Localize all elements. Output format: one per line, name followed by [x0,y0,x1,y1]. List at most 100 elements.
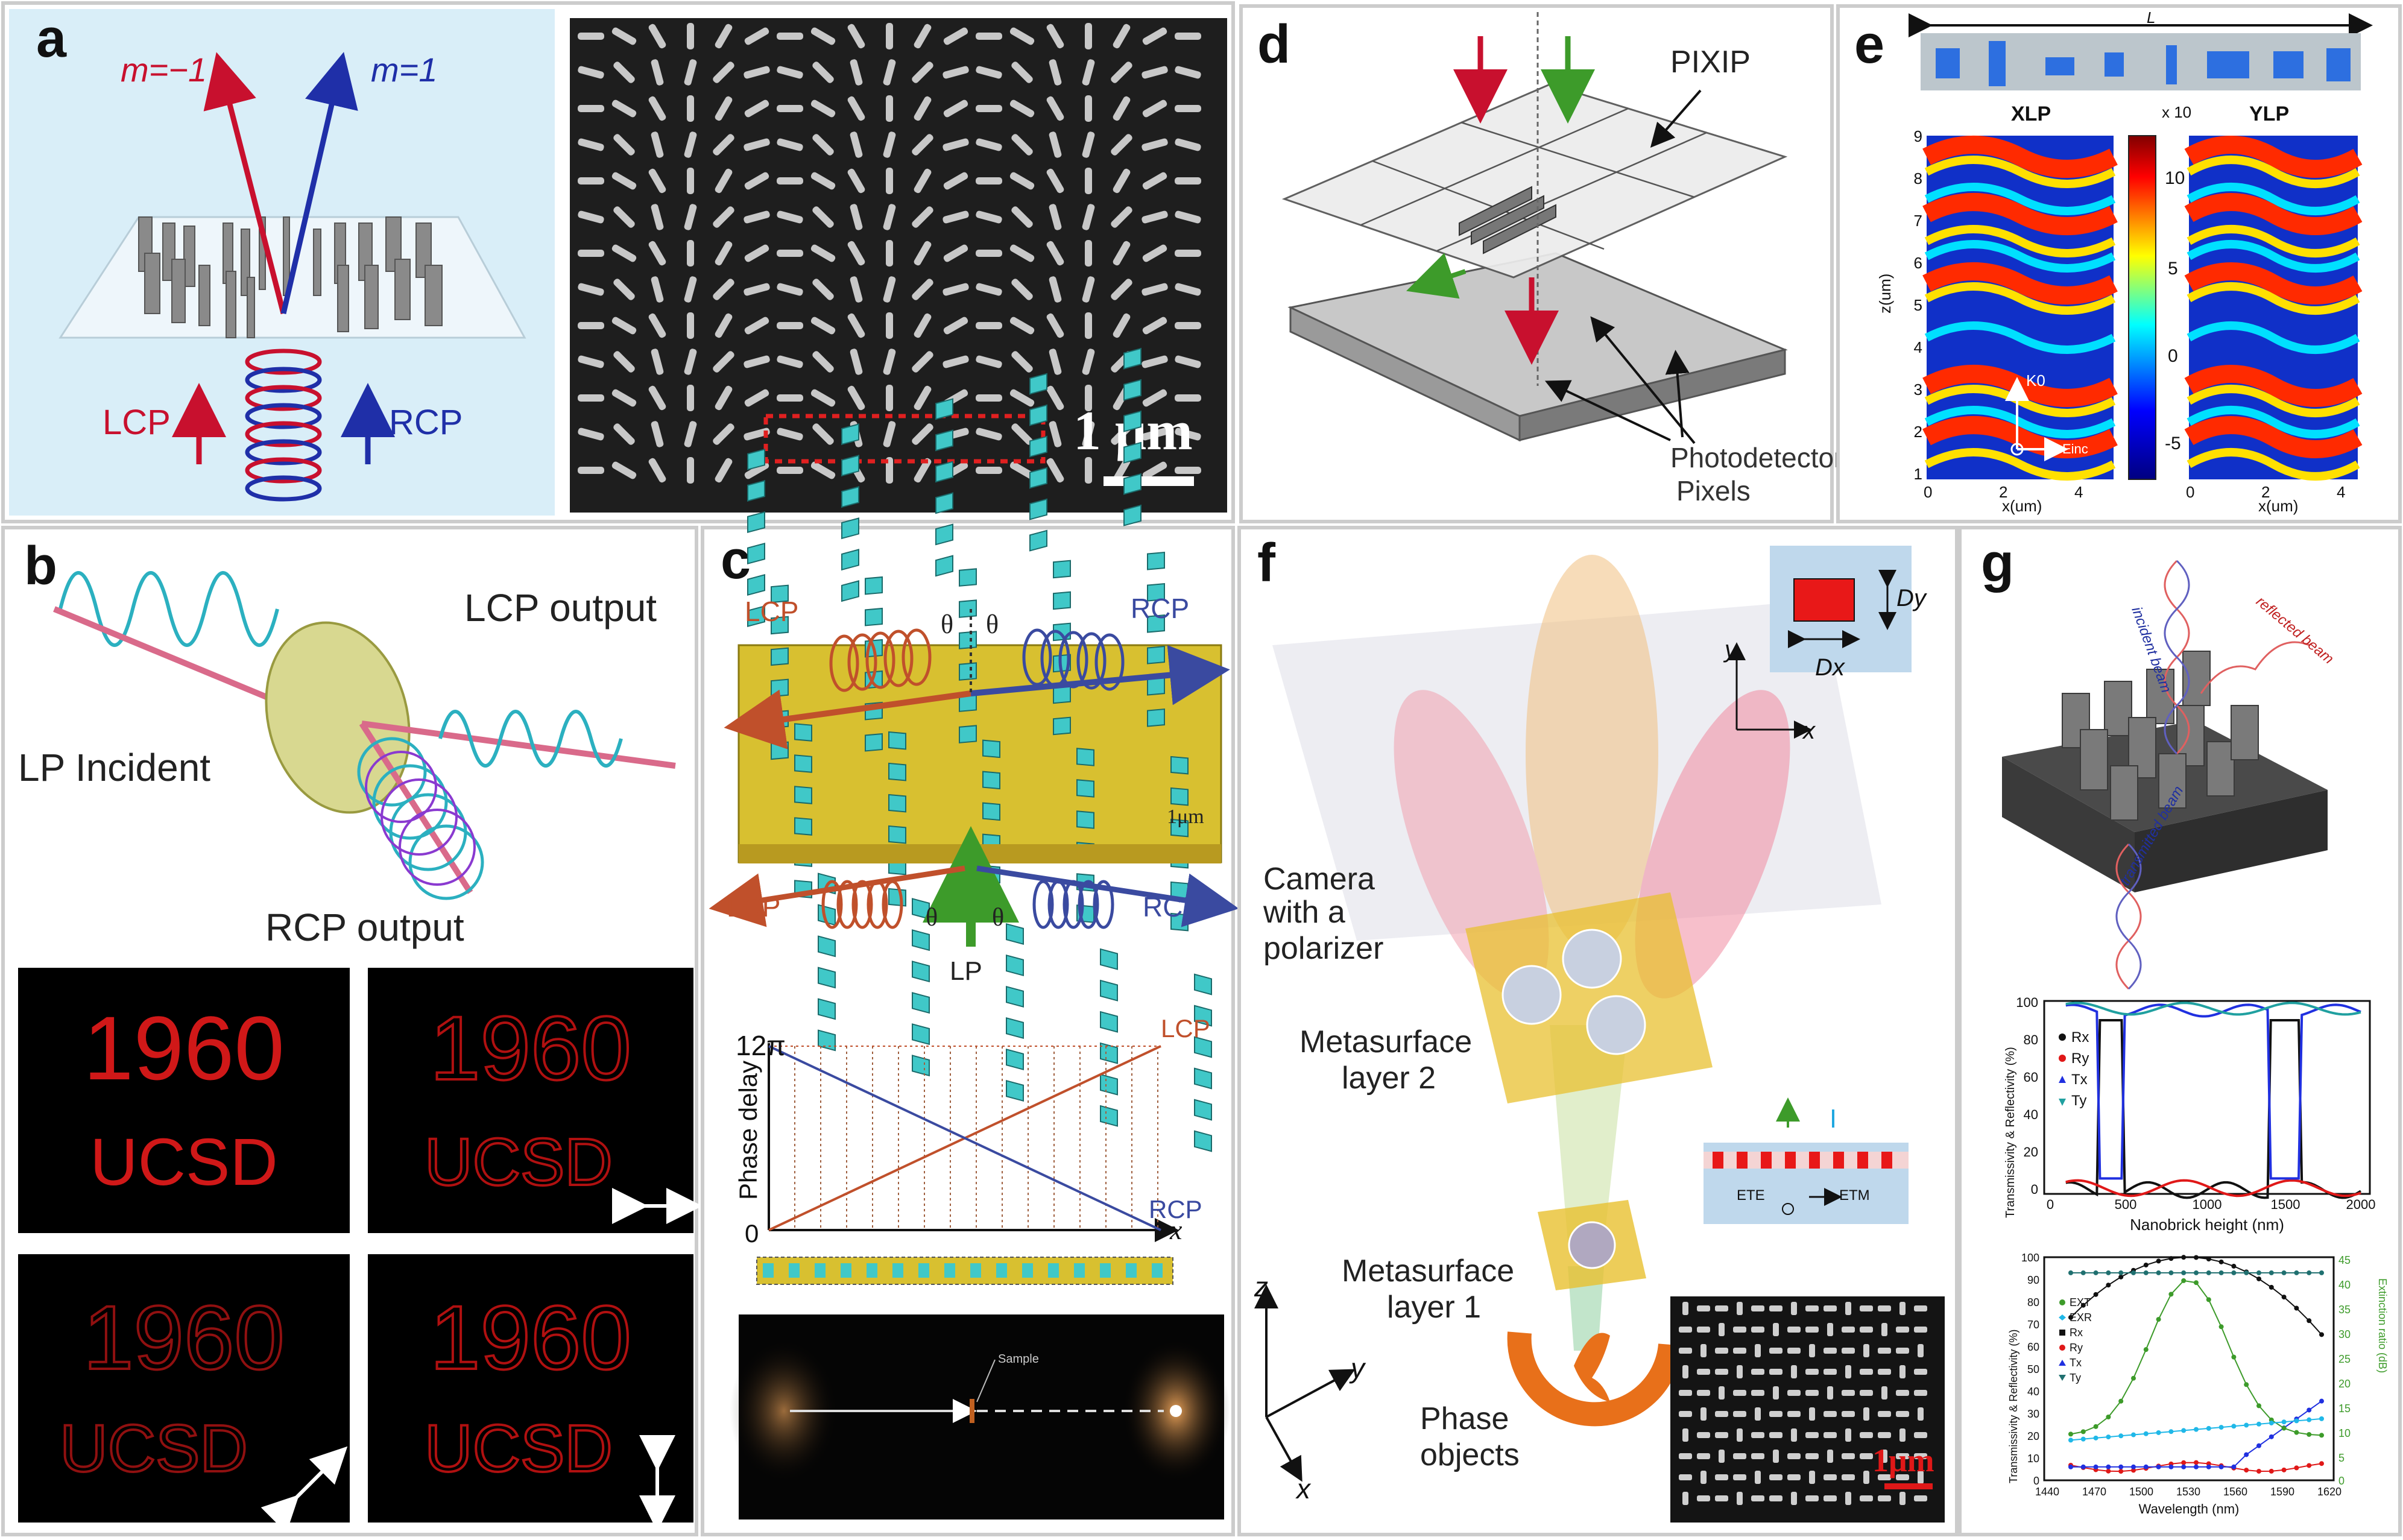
nanobrick [847,168,865,194]
nanobrick [1842,1453,1855,1459]
nanobrick [1773,1323,1779,1336]
nanobrick [648,385,666,411]
plot1-series [2065,1179,2361,1198]
nanobrick [578,322,604,329]
nanobrick [648,24,666,49]
nanobrick [1755,1471,1761,1484]
p1-xtick: 1500 [2271,1197,2300,1212]
nanobrick [847,24,865,49]
field-band [2187,183,2360,215]
nanobrick [850,276,863,303]
p1-legend: Rx [2071,1029,2089,1046]
grating-pillar [1123,473,1142,495]
nanobrick [1878,1369,1891,1375]
nanobrick [1787,1474,1801,1480]
nanobrick [1769,1305,1783,1311]
nanobrick [1009,172,1035,190]
holo-number-2: 1960 [430,997,631,1099]
nanobrick [1733,1327,1746,1333]
panel-c: c LCP RCP θ θ 1μm LCP RCP θ θ LP [701,347,1239,1536]
grating-pillar [912,1023,930,1046]
grating-pillar [1029,498,1047,520]
nanobrick [744,244,769,262]
nanobrick [651,276,664,303]
nanobrick [1809,1407,1815,1421]
nanobrick [1085,240,1092,267]
nanobrick [1896,1474,1909,1480]
p2-xtick: 1530 [2176,1486,2200,1498]
nanobrick [883,59,896,86]
grating-pillar [1147,551,1165,570]
scale-label-f: 1μm [1872,1442,1934,1478]
nanobrick [976,394,1002,402]
grating-pillar [1194,1099,1212,1121]
nanobrick [713,423,734,445]
nanobrick [912,351,933,373]
helix-coil [245,349,322,502]
nanobrick [744,428,770,441]
nanobrick [1719,1450,1725,1463]
nanobrick [744,355,770,368]
holo-number-3: 1960 [83,1287,285,1388]
p2-xtick: 1500 [2129,1486,2153,1498]
nanobrick [1878,1348,1891,1354]
strip-pillar [1126,1263,1137,1278]
nanobrick [1751,1327,1764,1333]
panel-d: d PIXIP Photodetector Pixels [1239,4,1843,523]
nanobrick [744,138,770,151]
nanobrick [1049,421,1062,447]
nanobrick [1733,1453,1746,1459]
grating-pillar [1006,1048,1024,1070]
p1-xtick: 500 [2115,1197,2137,1212]
nanobrick [943,355,969,368]
nanobrick [713,134,734,156]
grating-pillar [1053,560,1071,579]
nanobrick [777,355,803,368]
grating-pillar [771,678,789,698]
nanobrick [1791,1302,1797,1315]
nanobrick [1113,241,1131,266]
field-band [2184,416,2363,458]
nanobrick [1009,317,1035,335]
nanobrick [1049,204,1062,230]
nanobrick [1085,23,1092,49]
nanobrick [1809,1471,1815,1484]
grating-pillar [841,549,859,571]
chart-x: x [1169,1214,1183,1245]
nanobrick [914,458,932,483]
nanobrick [1679,1390,1692,1396]
nanobrick [1085,385,1092,411]
m-plus-label: m=1 [371,51,438,89]
p1-xtick: 1000 [2193,1197,2222,1212]
axis-z: z [1254,1271,1268,1302]
nanobrick [713,351,734,373]
nanobrick [1769,1432,1783,1438]
grating-pillar [1006,985,1024,1008]
nanobrick [886,385,893,411]
nanobrick [1896,1453,1909,1459]
nanobrick [1751,1369,1764,1375]
nanobrick [777,210,803,224]
nanobrick [1737,1492,1743,1505]
nanobrick [611,172,637,190]
nanobrick [1896,1348,1909,1354]
y-tick: 2 [1914,423,1922,441]
grating-pillar [935,461,953,483]
grating-pillar [1029,435,1047,458]
chart-ytop: 12π [736,1030,786,1061]
y-tick: 6 [1914,254,1922,272]
nanobrick [1733,1348,1746,1354]
grating-pillar [1053,591,1071,610]
lcp-output-wave [438,710,623,768]
grating-pillar [935,555,953,577]
x-tick: 2 [2261,483,2270,501]
y-tick: 7 [1914,212,1922,230]
nanobrick [1700,1407,1707,1421]
p1-xlabel: Nanobrick height (nm) [2130,1216,2284,1234]
nanobrick [777,467,803,474]
nanobrick [1085,95,1092,122]
nanobrick [687,95,694,122]
grating-pillar [959,725,977,743]
nanobrick [611,317,637,335]
nanobrick [1697,1432,1710,1438]
